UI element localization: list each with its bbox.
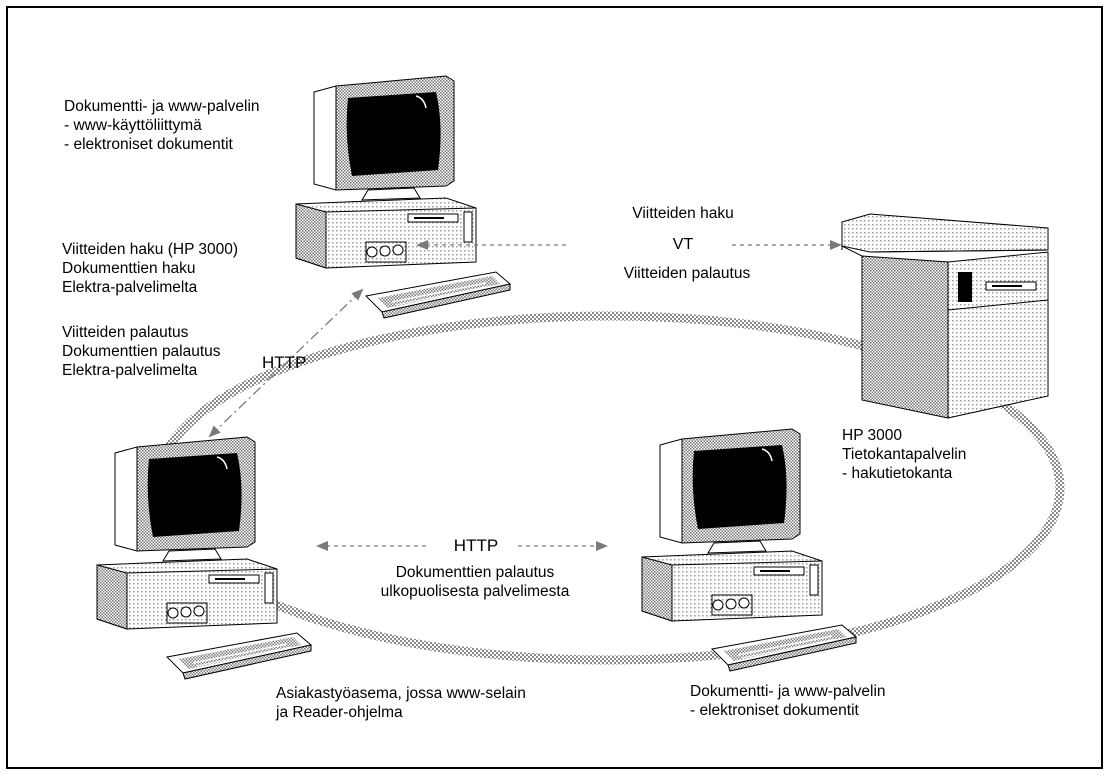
top-server-line: - www-käyttöliittymä — [64, 117, 202, 134]
right-server-title: Dokumentti- ja www-palvelin — [690, 683, 886, 700]
return-line: Dokumenttien palautus — [62, 343, 221, 360]
top-server-line: - elektroniset dokumentit — [64, 136, 233, 153]
return-line: Elektra-palvelimelta — [62, 362, 198, 379]
top-server-label: Dokumentti- ja www-palvelin - www-käyttö… — [64, 97, 260, 154]
client-line: Asiakastyöasema, jossa www-selain — [276, 685, 526, 702]
right-server-label: Dokumentti- ja www-palvelin - elektronis… — [690, 682, 886, 720]
workstation-icon — [641, 428, 857, 672]
hp-server-label: HP 3000 Tietokantapalvelin - hakutietoka… — [842, 426, 966, 483]
request-line: Dokumenttien haku — [62, 260, 196, 277]
http-bottom-line: Dokumenttien palautus — [395, 564, 555, 581]
hp-server-title: HP 3000 — [842, 427, 903, 444]
server-icon — [841, 213, 1049, 419]
http-bottom-protocol: HTTP — [453, 536, 499, 555]
client-line: ja Reader-ohjelma — [276, 704, 403, 721]
hp-server-line: - hakutietokanta — [842, 465, 953, 482]
workstation-icon — [96, 436, 312, 680]
return-line: Viitteiden palautus — [62, 324, 189, 341]
client-returns-label: Viitteiden palautus Dokumenttien palautu… — [62, 323, 221, 380]
http-protocol-label: HTTP — [262, 353, 307, 372]
client-label: Asiakastyöasema, jossa www-selain ja Rea… — [276, 684, 526, 722]
vt-request-label: Viitteiden haku — [632, 205, 734, 222]
request-line: Elektra-palvelimelta — [62, 279, 198, 296]
workstation-icon — [295, 75, 511, 319]
right-server-line: - elektroniset dokumentit — [690, 702, 859, 719]
request-line: Viitteiden haku (HP 3000) — [62, 241, 239, 258]
vt-return-label: Viitteiden palautus — [623, 265, 751, 282]
client-requests-label: Viitteiden haku (HP 3000) Dokumenttien h… — [62, 240, 238, 297]
http-bottom-label: Dokumenttien palautus ulkopuolisesta pal… — [380, 563, 570, 601]
http-link-diagonal — [208, 288, 364, 438]
http-bottom-line: ulkopuolisesta palvelimesta — [380, 583, 570, 600]
hp-server-line: Tietokantapalvelin — [842, 446, 967, 463]
vt-protocol-label: VT — [672, 236, 694, 253]
top-server-title: Dokumentti- ja www-palvelin — [64, 98, 260, 115]
